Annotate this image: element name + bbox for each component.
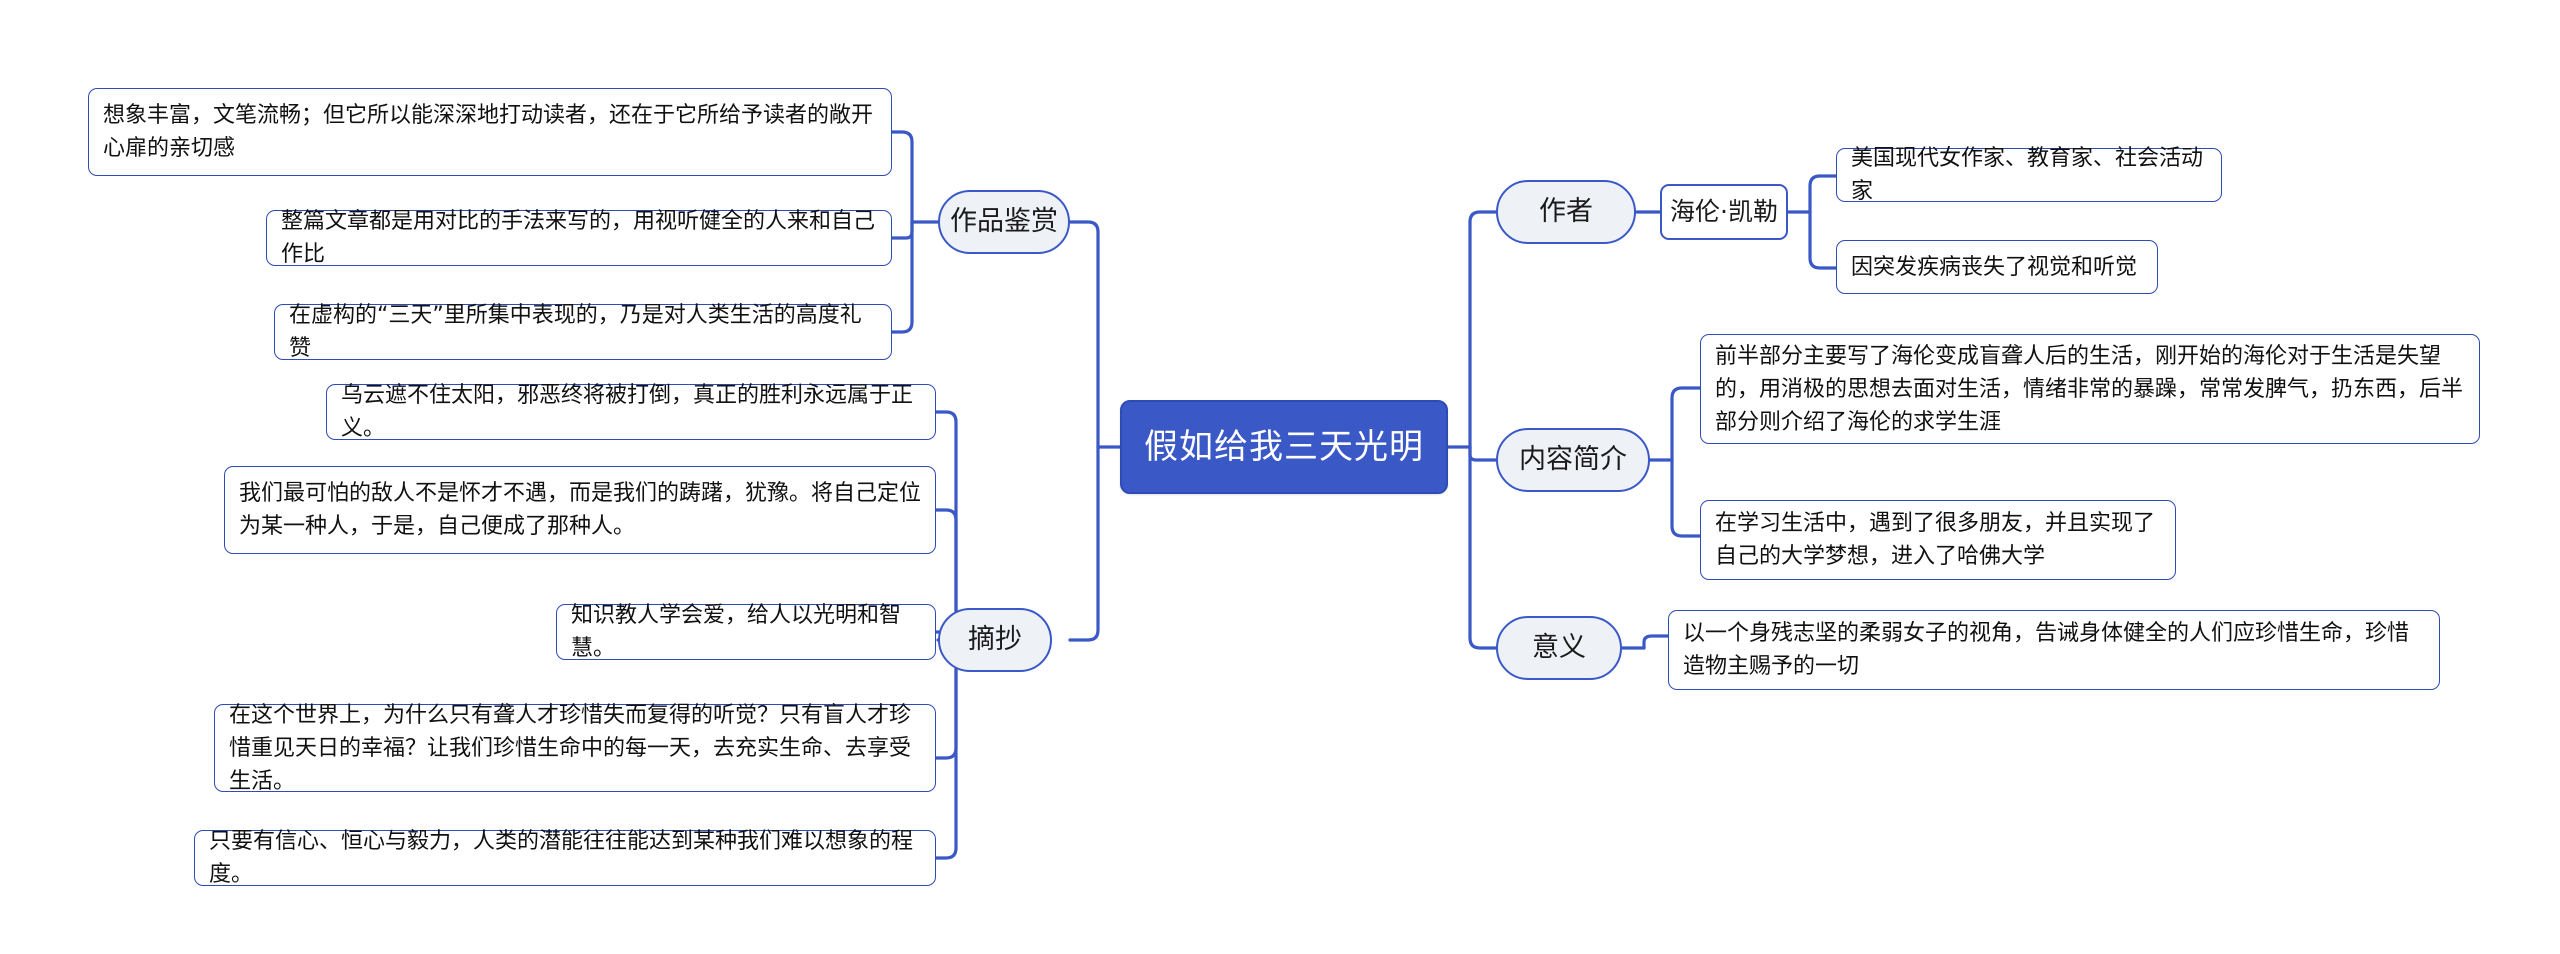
leaf-label: 知识教人学会爱，给人以光明和智慧。 bbox=[571, 603, 902, 661]
leaf-label: 因突发疾病丧失了视觉和听觉 bbox=[1851, 254, 2138, 280]
leaf-node[interactable]: 我们最可怕的敌人不是怀才不遇，而是我们的踌躇，犹豫。将自己定位为某一种人，于是，… bbox=[224, 466, 936, 554]
leaf-label: 在这个世界上，为什么只有聋人才珍惜失而复得的听觉？只有盲人才珍惜重见天日的幸福？… bbox=[229, 702, 912, 794]
leaf-node[interactable]: 以一个身残志坚的柔弱女子的视角，告诫身体健全的人们应珍惜生命，珍惜造物主赐予的一… bbox=[1668, 610, 2440, 690]
category-label: 摘抄 bbox=[968, 623, 1022, 655]
leaf-node[interactable]: 因突发疾病丧失了视觉和听觉 bbox=[1836, 240, 2158, 294]
category-node-zuozhe[interactable]: 作者 bbox=[1496, 180, 1636, 244]
leaf-label: 想象丰富，文笔流畅；但它所以能深深地打动读者，还在于它所给予读者的敞开心扉的亲切… bbox=[103, 103, 874, 161]
leaf-node[interactable]: 整篇文章都是用对比的手法来写的，用视听健全的人来和自己作比 bbox=[266, 209, 892, 267]
sub-node-label: 海伦·凯勒 bbox=[1670, 197, 1778, 227]
leaf-node[interactable]: 前半部分主要写了海伦变成盲聋人后的生活，刚开始的海伦对于生活是失望的，用消极的思… bbox=[1700, 334, 2480, 444]
category-label: 内容简介 bbox=[1519, 443, 1627, 475]
category-node-yiyi[interactable]: 意义 bbox=[1496, 616, 1622, 680]
leaf-label: 在虚构的“三天”里所集中表现的，乃是对人类生活的高度礼赞 bbox=[289, 303, 862, 361]
leaf-label: 以一个身残志坚的柔弱女子的视角，告诫身体健全的人们应珍惜生命，珍惜造物主赐予的一… bbox=[1683, 621, 2410, 679]
leaf-node[interactable]: 知识教人学会爱，给人以光明和智慧。 bbox=[556, 603, 936, 661]
root-label: 假如给我三天光明 bbox=[1144, 426, 1424, 467]
leaf-node[interactable]: 乌云遮不住太阳，邪恶终将被打倒，真正的胜利永远属于正义。 bbox=[326, 383, 936, 441]
category-label: 作品鉴赏 bbox=[950, 205, 1058, 237]
leaf-label: 乌云遮不住太阳，邪恶终将被打倒，真正的胜利永远属于正义。 bbox=[341, 383, 914, 441]
category-node-neirongjianjie[interactable]: 内容简介 bbox=[1496, 428, 1650, 492]
leaf-label: 整篇文章都是用对比的手法来写的，用视听健全的人来和自己作比 bbox=[281, 209, 876, 267]
leaf-node[interactable]: 只要有信心、恒心与毅力，人类的潜能往往能达到某种我们难以想象的程度。 bbox=[194, 829, 936, 887]
leaf-node[interactable]: 在虚构的“三天”里所集中表现的，乃是对人类生活的高度礼赞 bbox=[274, 303, 892, 361]
root-node[interactable]: 假如给我三天光明 bbox=[1120, 400, 1448, 494]
leaf-label: 我们最可怕的敌人不是怀才不遇，而是我们的踌躇，犹豫。将自己定位为某一种人，于是，… bbox=[239, 481, 922, 539]
category-node-zuopinjianshang[interactable]: 作品鉴赏 bbox=[938, 190, 1070, 254]
category-label: 意义 bbox=[1532, 631, 1586, 663]
sub-node-helen-keller[interactable]: 海伦·凯勒 bbox=[1660, 184, 1788, 240]
leaf-node[interactable]: 想象丰富，文笔流畅；但它所以能深深地打动读者，还在于它所给予读者的敞开心扉的亲切… bbox=[88, 88, 892, 176]
category-label: 作者 bbox=[1539, 195, 1593, 227]
leaf-label: 前半部分主要写了海伦变成盲聋人后的生活，刚开始的海伦对于生活是失望的，用消极的思… bbox=[1715, 343, 2464, 435]
leaf-node[interactable]: 美国现代女作家、教育家、社会活动家 bbox=[1836, 146, 2222, 204]
leaf-node[interactable]: 在这个世界上，为什么只有聋人才珍惜失而复得的听觉？只有盲人才珍惜重见天日的幸福？… bbox=[214, 703, 936, 794]
category-node-zhaichao[interactable]: 摘抄 bbox=[938, 608, 1052, 672]
leaf-label: 美国现代女作家、教育家、社会活动家 bbox=[1851, 146, 2204, 204]
leaf-label: 在学习生活中，遇到了很多朋友，并且实现了自己的大学梦想，进入了哈佛大学 bbox=[1715, 511, 2156, 569]
leaf-label: 只要有信心、恒心与毅力，人类的潜能往往能达到某种我们难以想象的程度。 bbox=[209, 829, 914, 887]
leaf-node[interactable]: 在学习生活中，遇到了很多朋友，并且实现了自己的大学梦想，进入了哈佛大学 bbox=[1700, 500, 2176, 580]
